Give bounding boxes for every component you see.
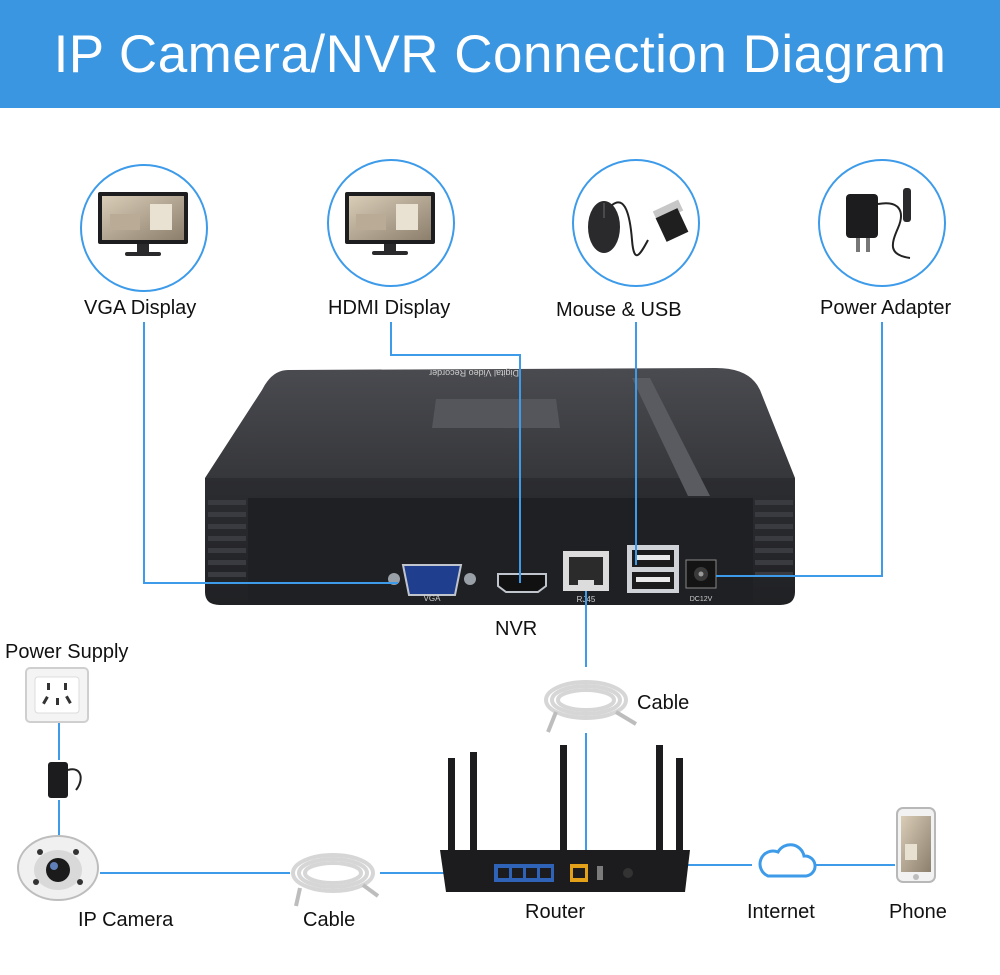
- hdmi-display-node: [327, 159, 455, 287]
- page-title: IP Camera/NVR Connection Diagram: [53, 24, 947, 84]
- nvr-vent-right: [755, 500, 793, 577]
- line-vga: [143, 322, 398, 584]
- nvr-top-stripe: [632, 378, 710, 496]
- nvr-top-panel: [432, 399, 560, 428]
- internet-label: Internet: [747, 901, 815, 923]
- cable-top-label: Cable: [637, 692, 690, 714]
- nvr-label: NVR: [495, 618, 538, 640]
- nvr-top-label: Digital Video Recorder: [429, 368, 519, 378]
- phone-icon: [896, 807, 936, 883]
- hdmi-display-label: HDMI Display: [328, 297, 451, 319]
- mouse-usb-label: Mouse & USB: [556, 299, 682, 321]
- dc-power-port: DC12V: [685, 559, 717, 603]
- cable-coil-top-icon: [544, 680, 638, 733]
- cable-coil-bottom-icon: [291, 853, 380, 907]
- line-hdmi: [390, 322, 521, 583]
- router-label: Router: [525, 901, 586, 923]
- vga-display-node: [80, 164, 208, 292]
- nvr-vent-left: [208, 500, 246, 577]
- rj45-port: RJ45: [563, 551, 609, 604]
- vga-port: VGA: [388, 564, 476, 603]
- line-power-adapter: [716, 322, 883, 577]
- monitor-icon: [98, 192, 188, 256]
- ip-camera-icon: [17, 835, 99, 901]
- cloud-icon: [758, 843, 817, 878]
- phone-label: Phone: [889, 901, 947, 923]
- connector-lines: [58, 322, 895, 874]
- hdmi-port: [497, 573, 547, 593]
- power-adapter-icon: [846, 188, 911, 259]
- usb-ports: [627, 545, 679, 593]
- ip-camera-label: IP Camera: [78, 909, 174, 931]
- mouse-icon: [588, 201, 649, 256]
- vga-display-label: VGA Display: [84, 297, 197, 319]
- router-icon: [440, 745, 690, 892]
- power-outlet-icon: [25, 667, 89, 723]
- cable-bottom-label: Cable: [303, 909, 356, 931]
- power-supply-label: Power Supply: [5, 641, 129, 663]
- vga-port-label: VGA: [424, 594, 442, 603]
- mouse-usb-node: [572, 159, 700, 287]
- power-adapter-label: Power Adapter: [820, 297, 952, 319]
- title-banner: IP Camera/NVR Connection Diagram: [0, 0, 1000, 108]
- monitor-icon: [345, 192, 435, 255]
- nvr-device: Digital Video Recorder VGA RJ45: [205, 368, 795, 605]
- power-adapter-node: [818, 159, 946, 287]
- power-adapter-small-icon: [48, 762, 82, 798]
- dc-port-label: DC12V: [690, 596, 713, 603]
- usb-dongle-icon: [652, 199, 689, 242]
